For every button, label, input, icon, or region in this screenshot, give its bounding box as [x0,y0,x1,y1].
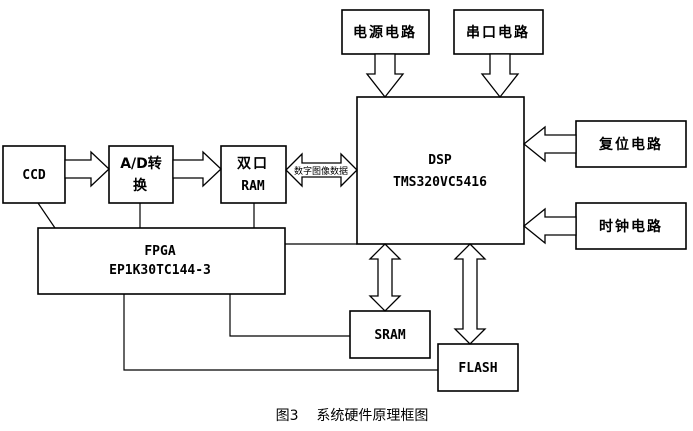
dsp-flash-bidirectional-arrow [453,243,487,345]
ccd-label: CCD [22,168,46,183]
dual-port-ram-label-1: 双口 [237,156,269,172]
ad-converter-label-2: 换 [133,177,149,194]
ad-converter-box [108,145,174,204]
sram-box [349,310,431,359]
power-circuit-label: 电源电路 [353,24,417,41]
dsp-model-label: TMS320VC5416 [393,175,487,190]
power-to-dsp-arrow [365,53,405,99]
dual-port-ram-box [220,145,287,204]
dual-port-ram-label-2: RAM [241,179,265,194]
power-circuit-box [341,9,430,55]
fpga-box [37,227,286,295]
reset-to-dsp-arrow [522,125,577,163]
ccd-box [2,145,66,204]
ccd-fpga-wire [37,202,56,229]
serial-circuit-label: 串口电路 [466,24,530,41]
ccd-to-ad-arrow [64,150,110,188]
reset-circuit-box [575,120,687,168]
clock-circuit-box [575,202,687,250]
digital-image-data-label: 数字图像数据 [294,165,348,177]
ad-converter-label-1: A/D转 [120,155,162,172]
figure-caption: 图3 系统硬件原理框图 [276,408,429,424]
ram-dsp-bidirectional-arrow [285,152,358,188]
fpga-flash-wire [123,294,438,371]
fpga-label: FPGA [144,244,175,259]
serial-circuit-box [453,9,544,55]
dsp-sram-bidirectional-arrow [368,243,402,312]
flash-label: FLASH [458,361,497,376]
dsp-label: DSP [428,153,452,168]
flash-box [437,343,519,392]
fpga-sram-wire [229,294,350,337]
ad-to-ram-arrow [172,150,222,188]
fpga-model-label: EP1K30TC144-3 [109,263,211,278]
dsp-box [356,96,525,245]
clock-circuit-label: 时钟电路 [599,218,663,235]
clock-to-dsp-arrow [522,207,577,245]
reset-circuit-label: 复位电路 [598,136,663,153]
sram-label: SRAM [374,328,405,343]
serial-to-dsp-arrow [480,53,520,99]
